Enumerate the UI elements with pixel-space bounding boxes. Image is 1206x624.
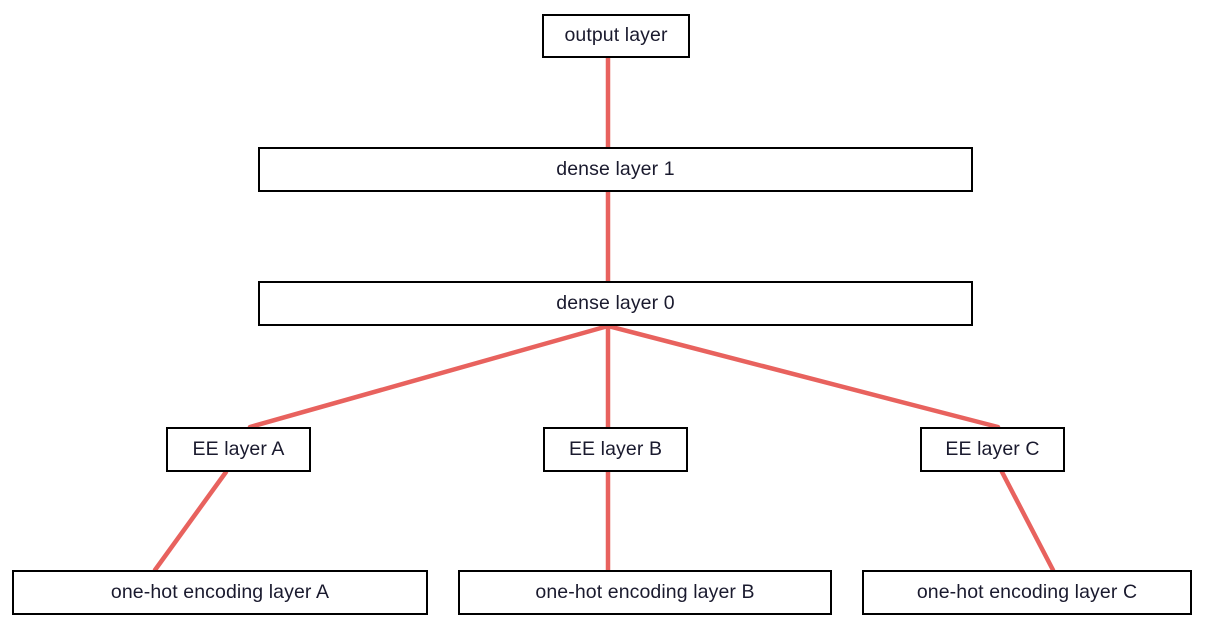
connection-ee-c-to-onehot-c <box>999 469 1056 573</box>
node-ee-layer-b[interactable]: EE layer B <box>543 427 688 472</box>
node-ee-layer-c[interactable]: EE layer C <box>920 427 1065 472</box>
connection-dense0-to-ee-c <box>605 323 1001 430</box>
node-one-hot-layer-c[interactable]: one-hot encoding layer C <box>862 570 1192 615</box>
node-label-dense-layer-0: dense layer 0 <box>556 291 675 314</box>
node-label-output-layer: output layer <box>564 24 668 47</box>
node-one-hot-layer-b[interactable]: one-hot encoding layer B <box>458 570 832 615</box>
node-label-ee-layer-c: EE layer C <box>945 437 1040 460</box>
node-label-ee-layer-a: EE layer A <box>192 437 285 460</box>
node-dense-layer-1[interactable]: dense layer 1 <box>258 147 973 192</box>
node-output-layer[interactable]: output layer <box>542 14 690 58</box>
node-label-one-hot-layer-a: one-hot encoding layer A <box>110 580 330 603</box>
node-label-ee-layer-b: EE layer B <box>568 437 663 460</box>
node-label-dense-layer-1: dense layer 1 <box>556 157 675 180</box>
node-ee-layer-a[interactable]: EE layer A <box>166 427 311 472</box>
node-dense-layer-0[interactable]: dense layer 0 <box>258 281 973 326</box>
node-label-one-hot-layer-b: one-hot encoding layer B <box>535 580 755 603</box>
node-one-hot-layer-a[interactable]: one-hot encoding layer A <box>12 570 428 615</box>
connection-ee-a-to-onehot-a <box>152 469 229 573</box>
node-label-one-hot-layer-c: one-hot encoding layer C <box>916 580 1138 603</box>
connection-dense0-to-ee-a <box>247 323 611 430</box>
